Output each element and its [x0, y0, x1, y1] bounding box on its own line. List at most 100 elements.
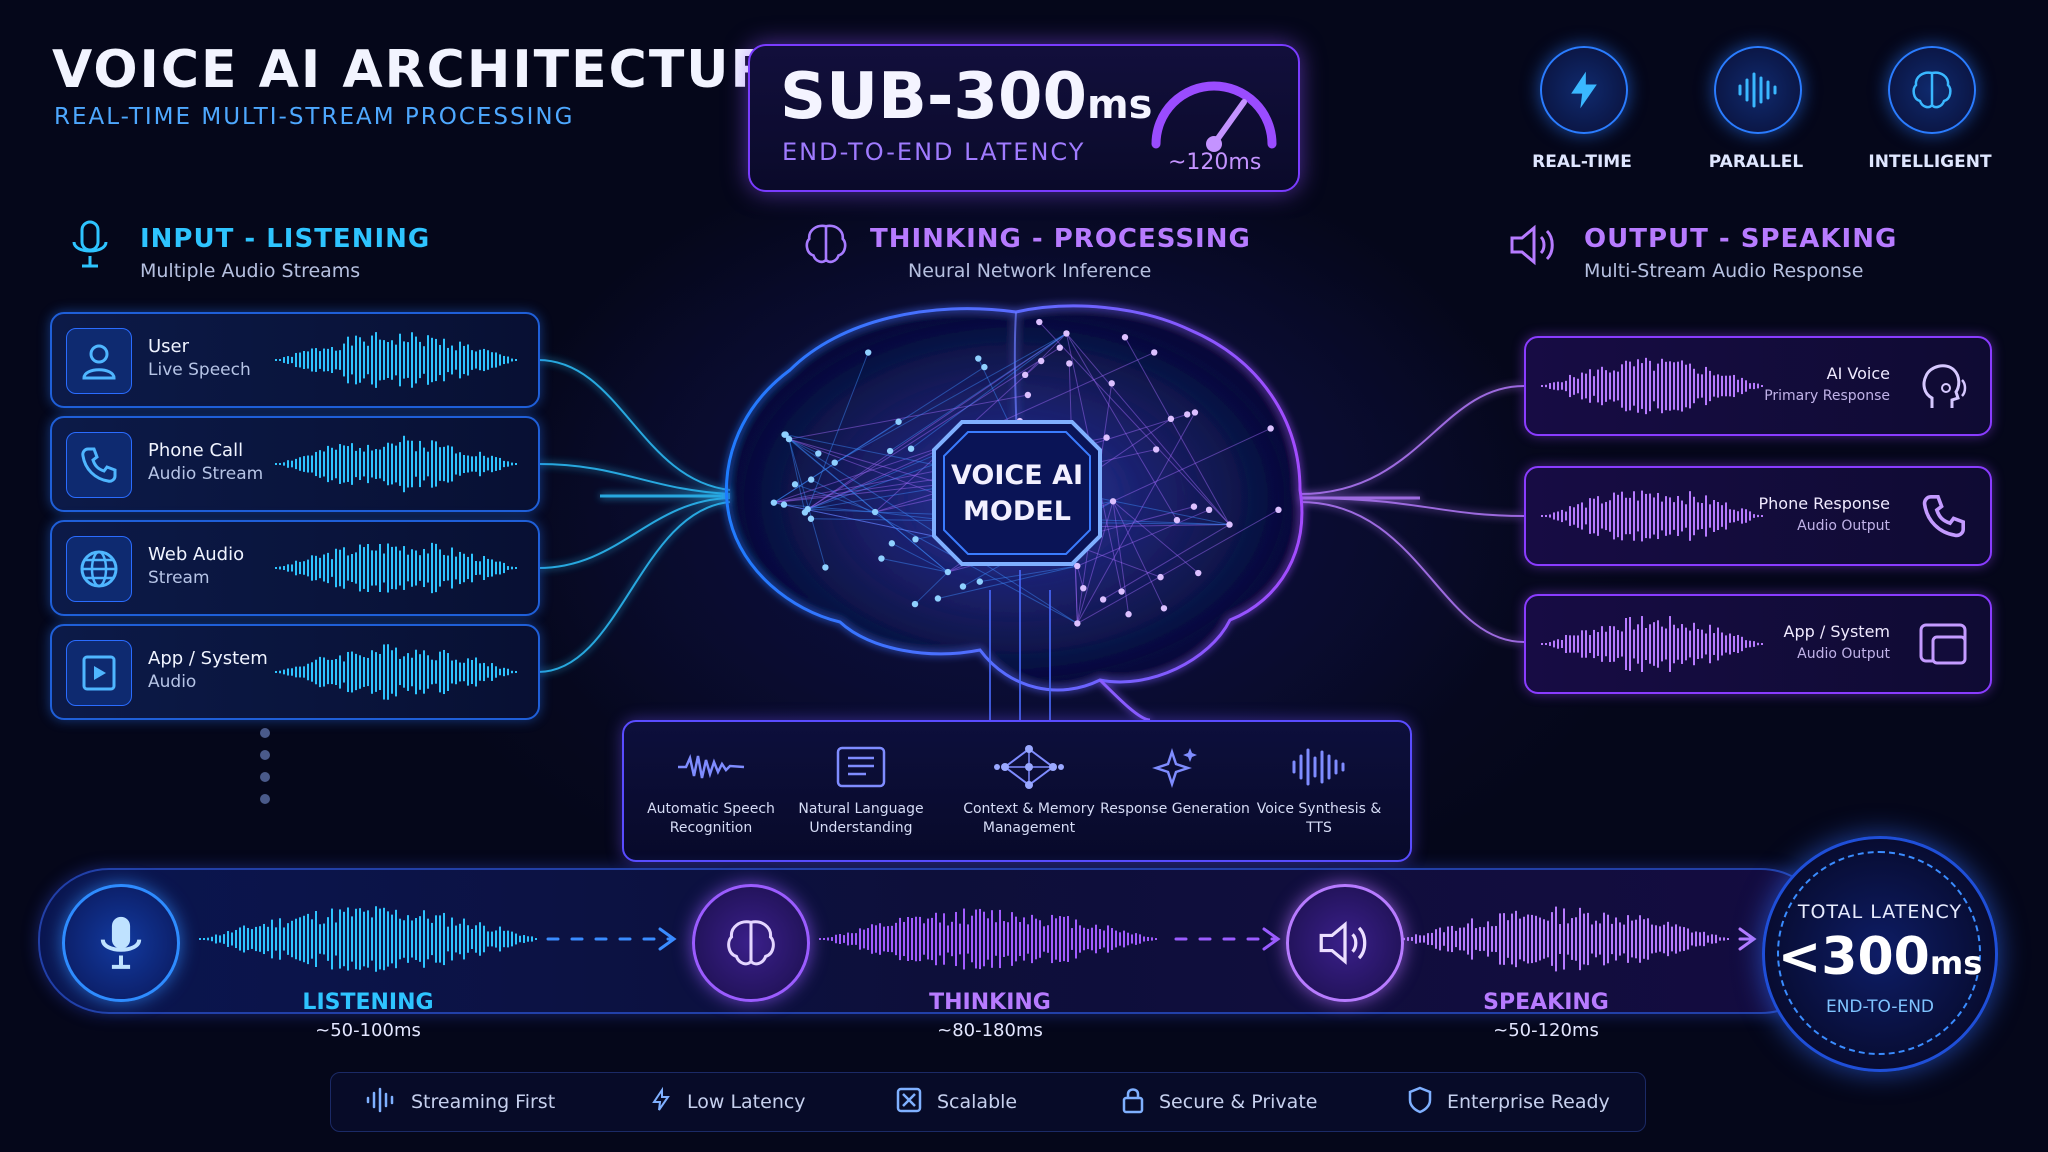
lightning-icon: [1540, 46, 1628, 134]
output-section-title: OUTPUT - SPEAKING: [1584, 224, 1898, 254]
badge-parallel: PARALLEL: [1686, 46, 1826, 172]
shield-icon: [1407, 1086, 1433, 1119]
feature-label: Enterprise Ready: [1447, 1091, 1610, 1113]
total-value: <300ms: [1777, 927, 1983, 987]
waveform-icon: [1714, 46, 1802, 134]
output-card-subtitle: Audio Output: [1797, 518, 1890, 534]
phase-timing-listening: ~50-100ms: [315, 1020, 421, 1041]
stage-nlu: Natural Language Understanding: [786, 742, 936, 838]
output-card-phone-response[interactable]: Phone Response Audio Output: [1524, 466, 1992, 566]
stage-context-memory: Context & Memory Management: [940, 742, 1118, 838]
processing-stages-panel: Automatic Speech Recognition Natural Lan…: [622, 720, 1412, 862]
input-card-title: User: [148, 336, 190, 357]
brain-icon: [1888, 46, 1976, 134]
input-card-subtitle: Live Speech: [148, 360, 251, 380]
feature-scalable: Scalable: [895, 1073, 1017, 1131]
gauge-value: ~120ms: [1168, 150, 1262, 175]
stage-label: Natural Language Understanding: [798, 801, 924, 836]
total-latency-badge: TOTAL LATENCY <300ms END-TO-END: [1762, 836, 1998, 1072]
audio-waveform: [1541, 616, 1763, 672]
voice-ai-model-core: VOICE AI MODEL: [932, 418, 1102, 568]
more-dot: [260, 772, 270, 782]
input-card-title: Phone Call: [148, 440, 244, 461]
feature-low-latency: Low Latency: [649, 1073, 806, 1131]
stage-response-generation: Response Generation: [1100, 742, 1250, 819]
feature-enterprise-ready: Enterprise Ready: [1407, 1073, 1610, 1131]
feature-label: Streaming First: [411, 1091, 556, 1113]
input-card-user[interactable]: User Live Speech: [50, 312, 540, 408]
feature-secure-private: Secure & Private: [1121, 1073, 1317, 1131]
lock-icon: [1121, 1086, 1145, 1119]
output-card-title: AI Voice: [1826, 364, 1890, 383]
globe-icon: [66, 536, 132, 602]
thinking-section-title: THINKING - PROCESSING: [870, 224, 1251, 254]
latency-unit: ms: [1087, 82, 1153, 128]
speedometer-icon: [1151, 81, 1277, 152]
waveform-icon: [1244, 742, 1394, 792]
audio-waveform: [275, 332, 517, 388]
waveform-icon: [365, 1087, 397, 1118]
latency-panel: SUB-300ms END-TO-END LATENCY ~120ms: [748, 44, 1300, 192]
device-icon: [1914, 614, 1974, 674]
input-card-app-system[interactable]: App / System Audio: [50, 624, 540, 720]
input-card-phone-call[interactable]: Phone Call Audio Stream: [50, 416, 540, 512]
wave-icon: [636, 742, 786, 792]
audio-waveform: [1541, 490, 1763, 542]
feature-bar: Streaming First Low Latency Scalable Sec…: [330, 1072, 1646, 1132]
audio-waveform: [275, 542, 517, 594]
brain-icon: [802, 220, 850, 272]
input-card-web-audio[interactable]: Web Audio Stream: [50, 520, 540, 616]
feature-streaming-first: Streaming First: [365, 1073, 555, 1131]
audio-waveform: [1541, 357, 1763, 415]
brain-icon: [692, 884, 810, 1002]
sparkle-icon: [1100, 742, 1250, 792]
core-label-line2: MODEL: [963, 496, 1071, 527]
input-section-title: INPUT - LISTENING: [140, 224, 431, 254]
core-label-line1: VOICE AI: [950, 460, 1084, 491]
microphone-icon: [68, 220, 112, 274]
more-dot: [260, 794, 270, 804]
output-card-subtitle: Audio Output: [1797, 646, 1890, 662]
play-icon: [66, 640, 132, 706]
phase-timing-speaking: ~50-120ms: [1493, 1020, 1599, 1041]
speaking-head-icon: [1914, 356, 1974, 416]
more-dot: [260, 750, 270, 760]
output-card-ai-voice[interactable]: AI Voice Primary Response: [1524, 336, 1992, 436]
scale-icon: [895, 1086, 923, 1119]
total-subcaption: END-TO-END: [1825, 997, 1935, 1017]
lightning-icon: [649, 1086, 673, 1119]
badge-realtime: REAL-TIME: [1512, 46, 1652, 172]
latency-caption: END-TO-END LATENCY: [782, 138, 1086, 166]
document-icon: [786, 742, 936, 792]
stage-voice-synthesis: Voice Synthesis & TTS: [1244, 742, 1394, 838]
microphone-icon: [62, 884, 180, 1002]
phone-icon: [1914, 486, 1974, 546]
speaker-icon: [1508, 220, 1560, 274]
network-icon: [940, 742, 1118, 792]
phase-label-listening: LISTENING: [302, 990, 434, 1015]
audio-waveform: [275, 644, 517, 700]
page-subtitle: REAL-TIME MULTI-STREAM PROCESSING: [54, 104, 575, 130]
phase-label-speaking: SPEAKING: [1483, 990, 1609, 1015]
output-section-subtitle: Multi-Stream Audio Response: [1584, 260, 1864, 282]
feature-label: Scalable: [937, 1091, 1018, 1113]
stage-label: Context & Memory Management: [963, 801, 1095, 836]
output-card-app-system[interactable]: App / System Audio Output: [1524, 594, 1992, 694]
badge-intelligent: INTELLIGENT: [1860, 46, 2000, 172]
page-title: VOICE AI ARCHITECTURE: [52, 40, 811, 100]
stage-label: Response Generation: [1100, 801, 1250, 817]
phase-label-thinking: THINKING: [929, 990, 1051, 1015]
phone-icon: [66, 432, 132, 498]
input-card-subtitle: Stream: [148, 568, 210, 588]
input-section-subtitle: Multiple Audio Streams: [140, 260, 361, 282]
badge-label: PARALLEL: [1708, 152, 1804, 172]
stage-label: Voice Synthesis & TTS: [1256, 801, 1382, 836]
audio-waveform: [275, 435, 517, 493]
total-caption: TOTAL LATENCY: [1797, 901, 1963, 923]
badge-label: INTELLIGENT: [1868, 152, 1992, 172]
phase-timing-thinking: ~80-180ms: [937, 1020, 1043, 1041]
latency-value: SUB-300ms: [780, 60, 1153, 134]
pipeline-waves: [199, 906, 1757, 972]
input-card-title: Web Audio: [148, 544, 245, 565]
more-dot: [260, 728, 270, 738]
